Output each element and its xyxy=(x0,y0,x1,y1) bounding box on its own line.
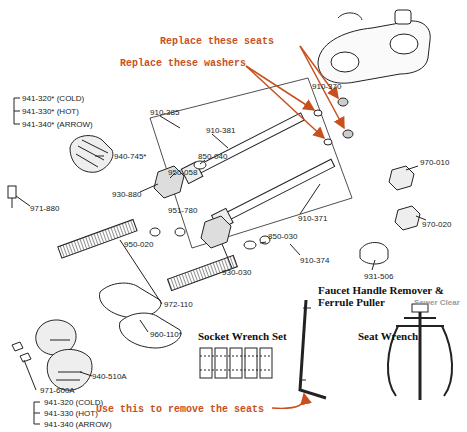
callout-note: Replace these seats xyxy=(160,36,274,47)
part-number: 950-058 xyxy=(168,168,197,177)
part-number: 951-780 xyxy=(168,206,197,215)
part-number: 941-340* (ARROW) xyxy=(22,120,93,129)
part-number: 910-381 xyxy=(206,126,235,135)
part-number: 850-030 xyxy=(268,232,297,241)
part-number: 971-600A xyxy=(40,386,75,395)
part-number: 931-506 xyxy=(364,272,393,281)
part-number: 972-110 xyxy=(164,300,193,309)
part-number: 910-374 xyxy=(300,256,329,265)
part-number: 960-110* xyxy=(150,330,182,339)
part-number: 930-030 xyxy=(222,268,251,277)
part-number: 970-020 xyxy=(422,220,451,229)
part-number: 971-880 xyxy=(30,204,59,213)
part-number: 941-340 (ARROW) xyxy=(44,420,112,429)
callout-note: Use this to remove the seats xyxy=(96,404,264,415)
part-number: 910-371 xyxy=(298,214,327,223)
part-number: 941-330* (HOT) xyxy=(22,107,79,116)
part-number: 970-010 xyxy=(420,158,449,167)
part-number: 850-040 xyxy=(198,152,227,161)
part-number: 930-880 xyxy=(112,190,141,199)
part-number: 910-370 xyxy=(312,82,341,91)
part-number: 940-745* xyxy=(114,152,146,161)
tool-label: Seat Wrench xyxy=(358,330,418,342)
part-number: 910-385 xyxy=(150,108,179,117)
part-number: 950-020 xyxy=(124,240,153,249)
background-text: Sewer Clear xyxy=(414,298,460,307)
part-number: 941-320* (COLD) xyxy=(22,94,84,103)
part-number: 940-510A xyxy=(92,372,127,381)
part-number: 941-330 (HOT) xyxy=(44,409,98,418)
tool-label: Socket Wrench Set xyxy=(198,330,287,342)
part-number: 941-320 (COLD) xyxy=(44,398,103,407)
callout-note: Replace these washers xyxy=(120,58,246,69)
